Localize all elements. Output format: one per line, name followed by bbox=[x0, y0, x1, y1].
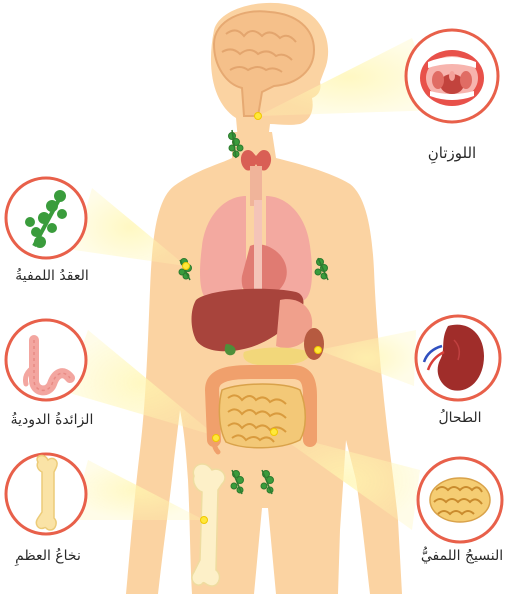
label-bone-marrow: نخاعُ العظمِ bbox=[2, 548, 94, 564]
label-spleen: الطحالُ bbox=[418, 410, 502, 426]
intestine-icon bbox=[430, 478, 490, 522]
callout-appendix bbox=[6, 320, 86, 400]
callout-bone-marrow bbox=[6, 454, 86, 534]
label-lymph-nodes: العقدُ اللمفيةُ bbox=[2, 268, 102, 284]
label-appendix: الزائدةُ الدوديةُ bbox=[0, 412, 104, 428]
spleen-organ bbox=[304, 328, 324, 360]
callout-lymphoid-tissue bbox=[418, 458, 502, 542]
callout-tonsils bbox=[406, 30, 498, 122]
label-tonsils: اللوزتانِ bbox=[404, 144, 500, 162]
label-lymphoid-tissue: النسيجُ اللمفيُّ bbox=[408, 548, 516, 564]
callout-lymph-nodes bbox=[6, 178, 86, 258]
callout-spleen bbox=[416, 316, 500, 400]
